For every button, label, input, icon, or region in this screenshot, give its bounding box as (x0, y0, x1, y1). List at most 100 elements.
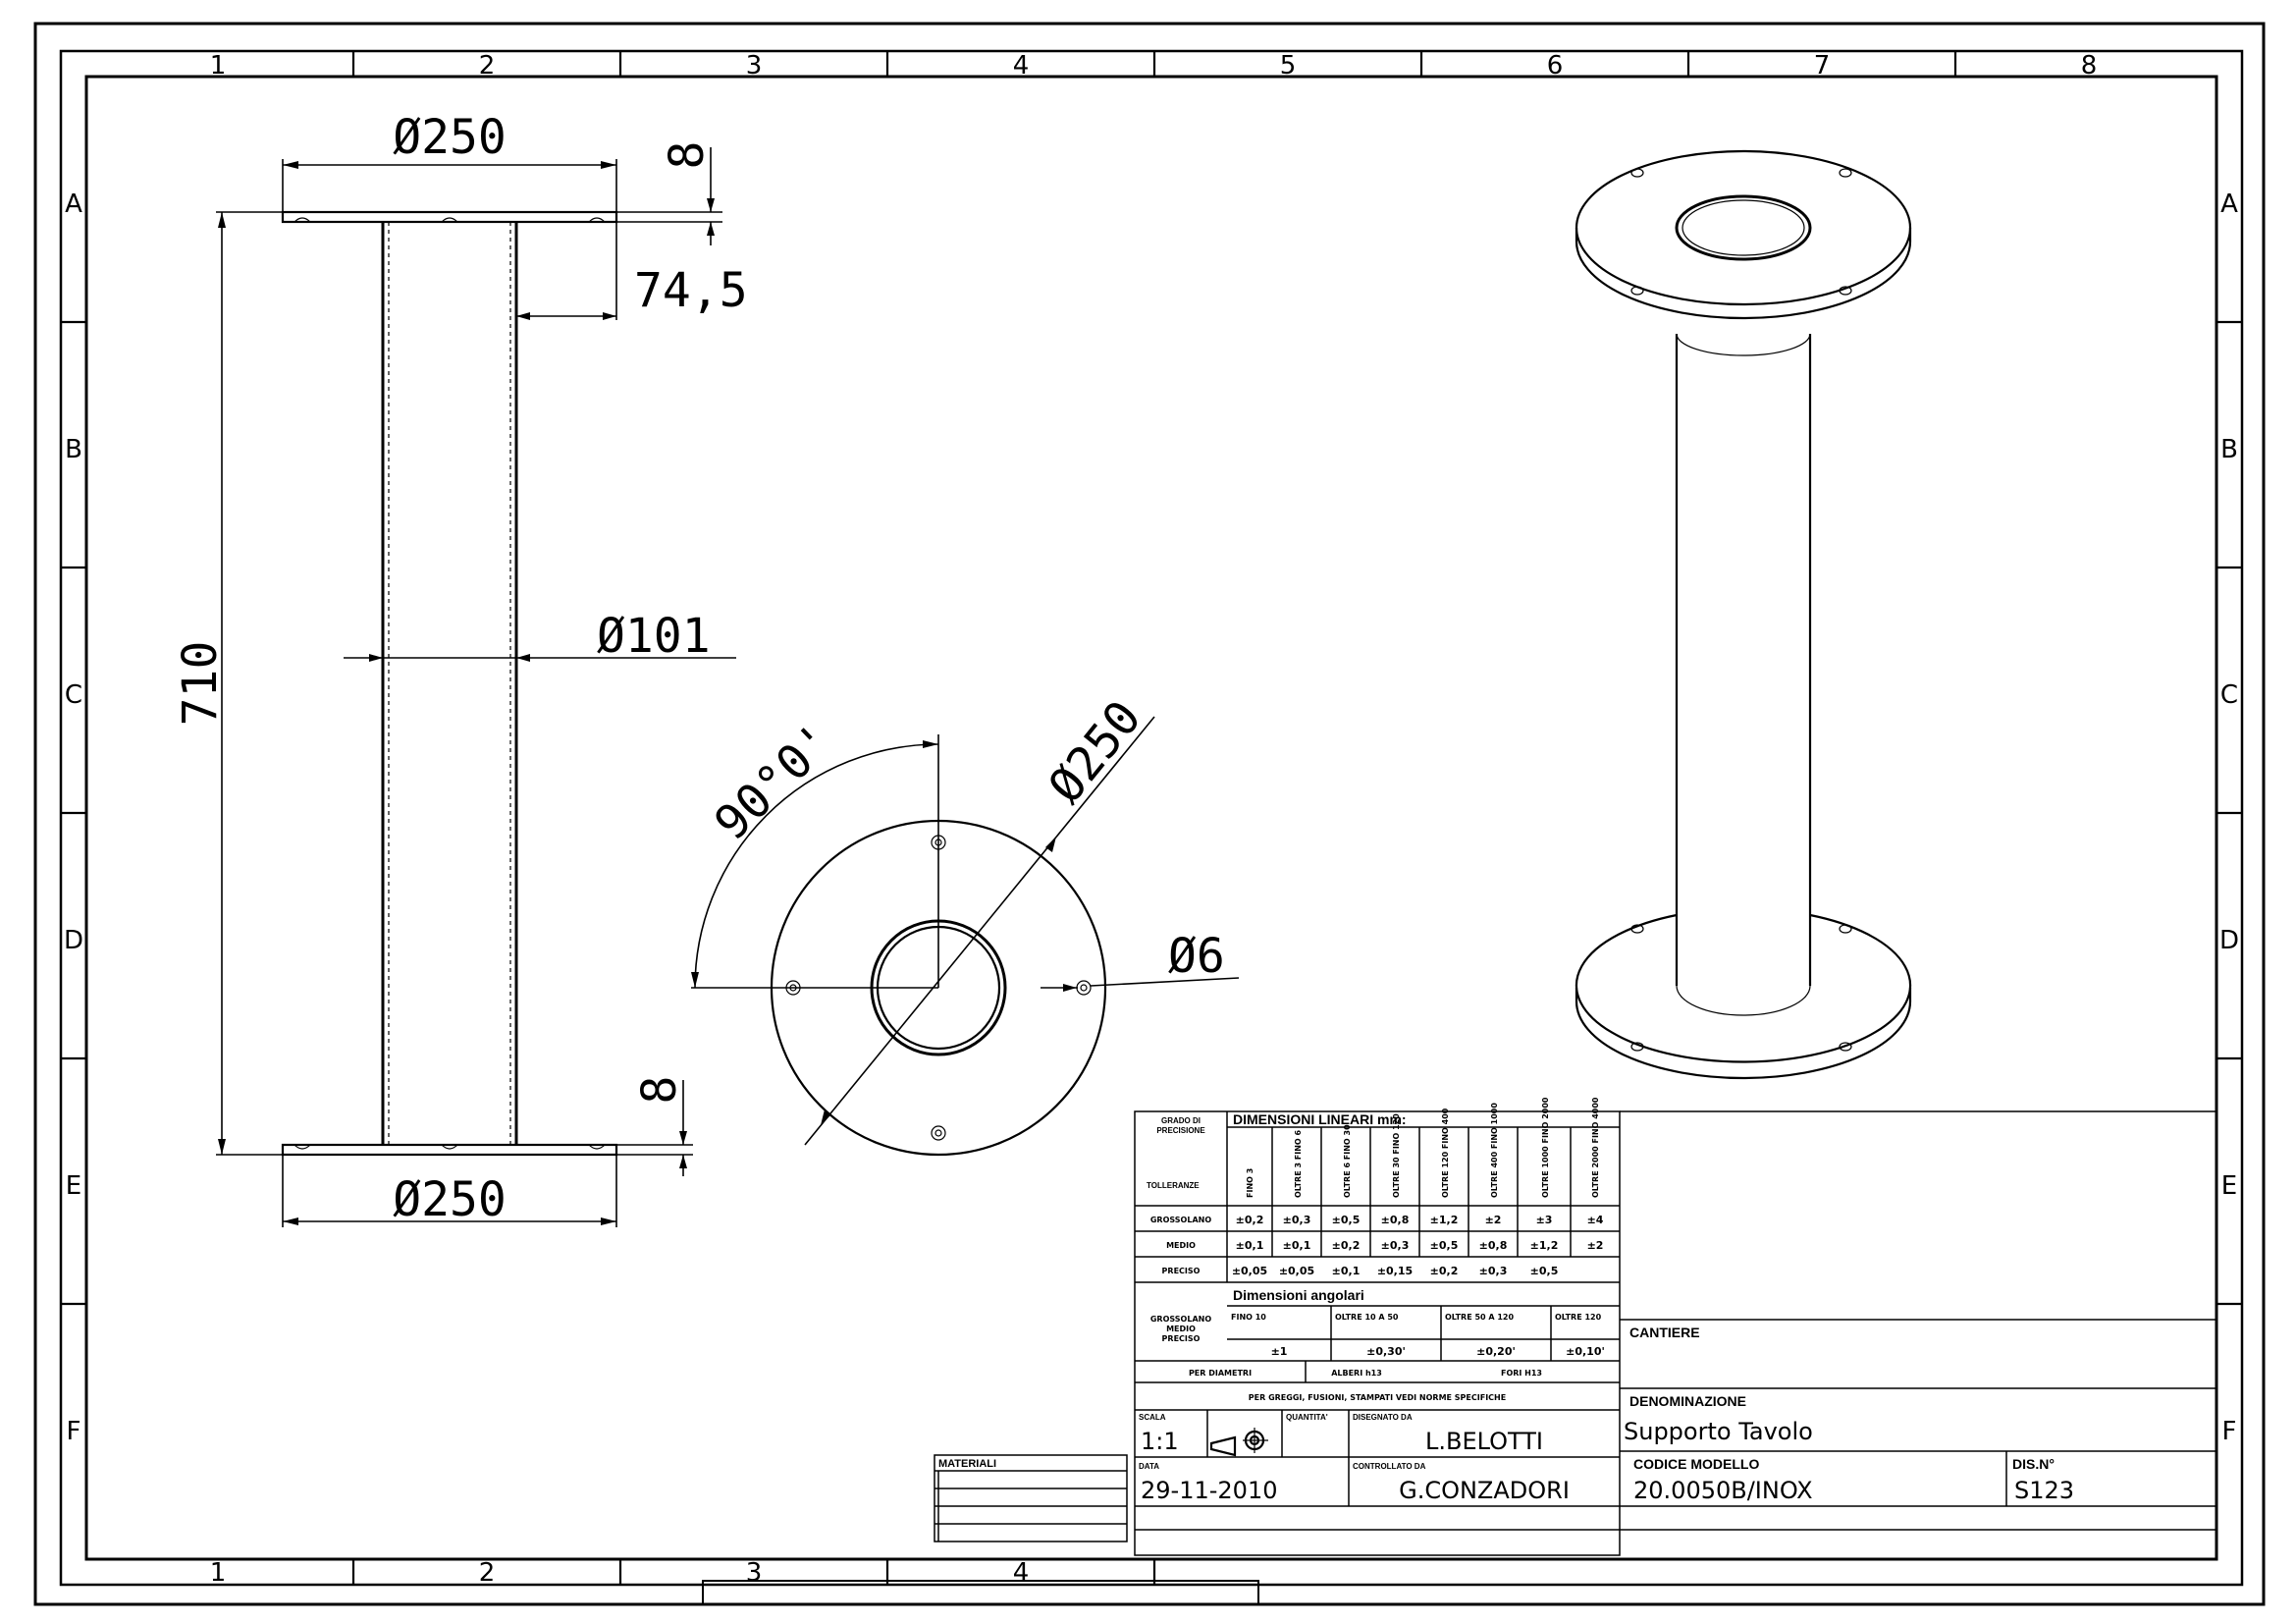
tol-cell: ±1,2 (1430, 1214, 1459, 1226)
part-name: Supporto Tavolo (1624, 1418, 1813, 1445)
scale-label: SCALA (1139, 1413, 1166, 1422)
grid-col-3-bottom: 3 (746, 1558, 763, 1588)
tol-cell: ±0,8 (1479, 1239, 1508, 1252)
range-2: OLTRE 3 FINO 6 (1294, 1129, 1303, 1198)
tol-cell: ±0,2 (1236, 1214, 1264, 1226)
grid-col-4-bottom: 4 (1013, 1558, 1030, 1588)
dim-top-thickness: 8 (660, 141, 715, 170)
tol-cell: ±0,2 (1430, 1265, 1459, 1277)
range-3: OLTRE 6 FINO 30 (1343, 1124, 1352, 1198)
projection-symbol-icon (1209, 1428, 1268, 1457)
grid-row-f-left: F (67, 1417, 81, 1446)
drawing-number-label: DIS.N° (2012, 1456, 2055, 1472)
dim-top-diameter: Ø250 (393, 110, 507, 165)
shafts-tolerance: ALBERI h13 (1331, 1369, 1382, 1378)
tol-cell: ±0,3 (1479, 1265, 1508, 1277)
angular-grade-l3: PRECISO (1162, 1334, 1201, 1343)
grid-column-dividers (351, 51, 1957, 1585)
date-value: 29-11-2010 (1141, 1477, 1277, 1504)
grid-row-labels-left: A B C D E F (64, 189, 83, 1446)
grid-col-6-top: 6 (1547, 51, 1564, 81)
angular-range-3: OLTRE 50 A 120 (1445, 1313, 1514, 1322)
isometric-view (1575, 149, 1912, 1080)
grid-row-dividers (61, 320, 2242, 1306)
grid-row-b-left: B (65, 435, 82, 464)
grid-row-e-left: E (66, 1171, 81, 1201)
grid-col-7-top: 7 (1814, 51, 1831, 81)
side-view: Ø250 8 74,5 710 Ø101 8 Ø2 (173, 110, 748, 1227)
tolerance-text: GRADO DI PRECISIONE DIMENSIONI LINEARI m… (1147, 1097, 1605, 1402)
drawing-number: S123 (2014, 1477, 2074, 1504)
date-label: DATA (1139, 1462, 1159, 1471)
dim-offset: 74,5 (634, 263, 748, 318)
model-code: 20.0050B/INOX (1633, 1477, 1813, 1504)
tol-cell: ±0,3 (1283, 1214, 1311, 1226)
diameters-label: PER DIAMETRI (1189, 1369, 1252, 1378)
angular-grade-l1: GROSSOLANO (1150, 1315, 1211, 1324)
bottom-label-box (702, 1580, 1259, 1605)
grid-column-labels-bottom: 1 2 3 4 (210, 1558, 1030, 1588)
iso-top-bore (1675, 194, 1812, 261)
name-label: DENOMINAZIONE (1629, 1393, 1746, 1409)
dim-angle: 90°0' (704, 713, 844, 851)
grid-col-1-bottom: 1 (210, 1558, 227, 1588)
title-block (934, 1110, 2216, 1542)
range-4: OLTRE 30 FINO 120 (1392, 1113, 1401, 1198)
scale-value: 1:1 (1141, 1428, 1179, 1455)
grid-row-f-right: F (2222, 1417, 2237, 1446)
dim-bottom-diameter: Ø250 (393, 1172, 507, 1227)
row-label-coarse: GROSSOLANO (1150, 1216, 1211, 1224)
title-block-text: SCALA 1:1 QUANTITA' DISEGNATO DA L.BELOT… (938, 1325, 2074, 1504)
grid-frame (59, 49, 2244, 1587)
tol-cell: ±2 (1587, 1239, 1604, 1252)
flange-bolt-marks (294, 217, 606, 1150)
range-6: OLTRE 400 FINO 1000 (1490, 1103, 1499, 1198)
tol-cell: ±0,5 (1430, 1239, 1459, 1252)
angular-grade-l2: MEDIO (1166, 1325, 1196, 1333)
grade-header-l2: PRECISIONE (1156, 1126, 1205, 1135)
angular-value: ±0,30' (1366, 1345, 1406, 1358)
angular-title: Dimensioni angolari (1233, 1287, 1364, 1303)
angular-value: ±0,20' (1476, 1345, 1516, 1358)
grid-col-4-top: 4 (1013, 51, 1030, 81)
angular-range-1: FINO 10 (1231, 1313, 1266, 1322)
top-view: 90°0' Ø250 Ø6 (691, 690, 1240, 1157)
grid-row-labels-right: A B C D E F (2219, 189, 2239, 1446)
dim-tube-diameter: Ø101 (597, 609, 711, 664)
tol-cell: ±0,5 (1332, 1214, 1361, 1226)
top-flange (281, 210, 618, 224)
tol-cell: ±0,05 (1232, 1265, 1267, 1277)
grid-row-d-right: D (2219, 926, 2239, 955)
dim-flange-diameter: Ø250 (1038, 690, 1151, 813)
tol-cell: ±0,3 (1381, 1239, 1410, 1252)
grid-col-3-top: 3 (746, 51, 763, 81)
range-5: OLTRE 120 FINO 400 (1441, 1108, 1450, 1198)
row-label-fine: PRECISO (1162, 1267, 1201, 1275)
tol-cell: ±1,2 (1530, 1239, 1559, 1252)
bottom-flange (281, 1143, 618, 1157)
angle-arc (694, 743, 939, 989)
grid-col-8-top: 8 (2081, 51, 2098, 81)
grid-row-a-left: A (65, 189, 82, 219)
tolerance-table (1134, 1110, 1621, 1556)
tol-cell: ±2 (1485, 1214, 1502, 1226)
tol-cell: ±0,5 (1530, 1265, 1559, 1277)
range-8: OLTRE 2000 FINO 4000 (1591, 1097, 1600, 1198)
dim-length: 710 (173, 641, 228, 727)
tol-cell: ±0,2 (1332, 1239, 1361, 1252)
grid-row-a-right: A (2220, 189, 2238, 219)
grid-col-1-top: 1 (210, 51, 227, 81)
materials-label: MATERIALI (938, 1458, 996, 1470)
grade-header-l1: GRADO DI (1161, 1116, 1201, 1125)
grid-row-b-right: B (2220, 435, 2238, 464)
drawing-frame (84, 75, 2218, 1561)
tol-cell: ±0,8 (1381, 1214, 1410, 1226)
angular-value: ±1 (1271, 1345, 1288, 1358)
angular-value: ±0,10' (1566, 1345, 1605, 1358)
site-label: CANTIERE (1629, 1325, 1700, 1340)
checked-label: CONTROLLATO DA (1353, 1462, 1426, 1471)
grid-col-2-bottom: 2 (479, 1558, 496, 1588)
grid-row-c-left: C (65, 680, 82, 710)
grid-col-2-top: 2 (479, 51, 496, 81)
